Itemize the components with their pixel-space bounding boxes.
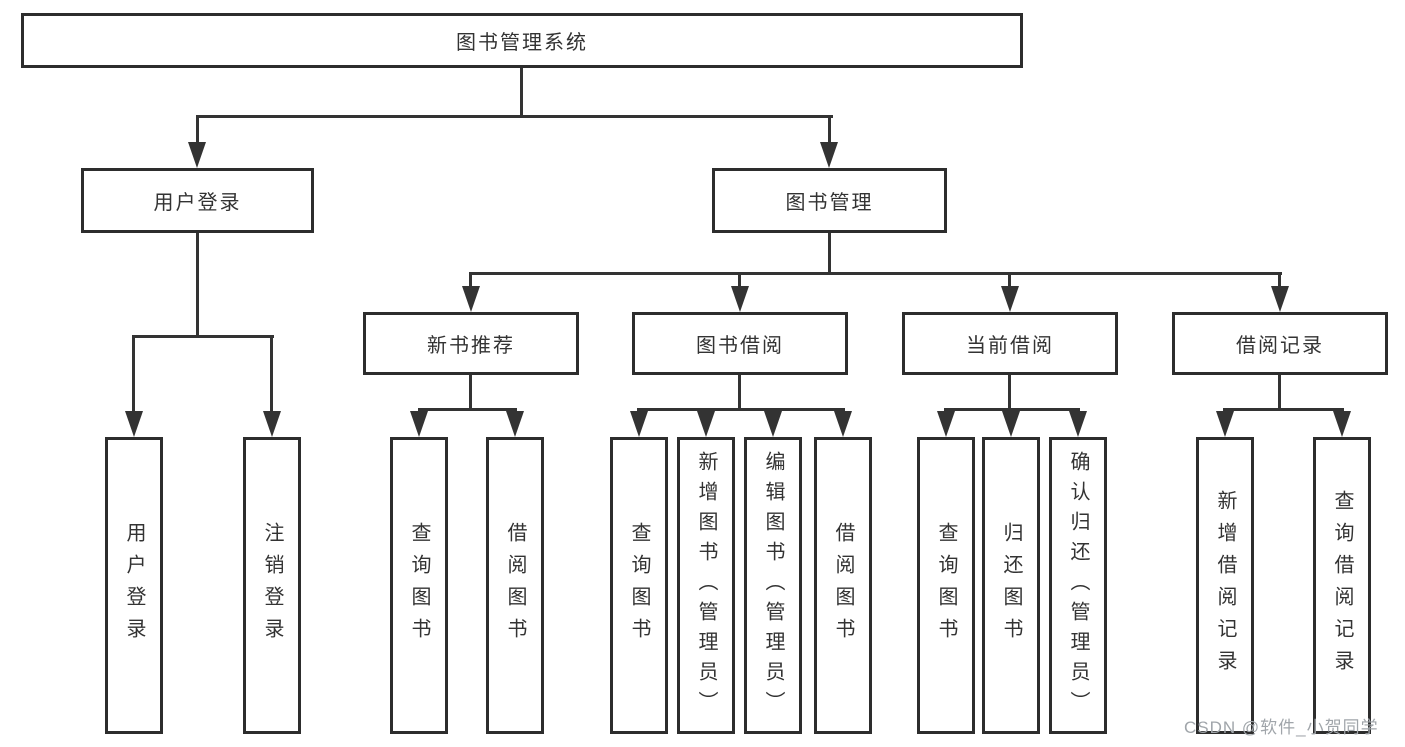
leaf-logout: 注销登录 <box>243 437 301 734</box>
connector-line <box>196 233 199 337</box>
arrow-down-icon <box>506 411 524 437</box>
leaf-borrow-books: 借阅图书 <box>814 437 872 734</box>
connector-line <box>270 335 273 414</box>
leaf-add-borrow-record: 新增借阅记录 <box>1196 437 1254 734</box>
arrow-down-icon <box>1216 411 1234 437</box>
csdn-watermark: CSDN @软件_小贺同学 <box>1184 718 1379 737</box>
node-library-management-system: 图书管理系统 <box>21 13 1023 68</box>
connector-line <box>1008 375 1011 410</box>
arrow-down-icon <box>820 142 838 168</box>
arrow-down-icon <box>1002 411 1020 437</box>
leaf-edit-books-admin: 编辑图书（管理员） <box>744 437 802 734</box>
arrow-down-icon <box>462 286 480 312</box>
arrow-down-icon <box>834 411 852 437</box>
connector-line <box>944 408 1080 411</box>
node-current-borrowing: 当前借阅 <box>902 312 1118 375</box>
connector-line <box>133 335 274 338</box>
connector-line <box>828 233 831 275</box>
connector-line <box>196 115 833 118</box>
arrow-down-icon <box>764 411 782 437</box>
leaf-query-books: 查询图书 <box>610 437 668 734</box>
leaf-borrow-books: 借阅图书 <box>486 437 544 734</box>
connector-line <box>1223 408 1344 411</box>
connector-line <box>1008 272 1011 288</box>
leaf-query-borrow-record: 查询借阅记录 <box>1313 437 1371 734</box>
arrow-down-icon <box>263 411 281 437</box>
arrow-down-icon <box>731 286 749 312</box>
arrow-down-icon <box>410 411 428 437</box>
node-user-login: 用户登录 <box>81 168 314 233</box>
connector-line <box>828 115 831 145</box>
connector-line <box>418 408 517 411</box>
connector-line <box>1278 375 1281 410</box>
leaf-add-books-admin: 新增图书（管理员） <box>677 437 735 734</box>
leaf-query-books: 查询图书 <box>390 437 448 734</box>
node-book-management: 图书管理 <box>712 168 947 233</box>
connector-line <box>469 272 472 288</box>
connector-line <box>470 272 1282 275</box>
connector-line <box>637 408 845 411</box>
leaf-query-books: 查询图书 <box>917 437 975 734</box>
connector-line <box>196 115 199 145</box>
arrow-down-icon <box>188 142 206 168</box>
arrow-down-icon <box>1271 286 1289 312</box>
leaf-return-books: 归还图书 <box>982 437 1040 734</box>
arrow-down-icon <box>630 411 648 437</box>
arrow-down-icon <box>1001 286 1019 312</box>
connector-line <box>469 375 472 410</box>
connector-line <box>132 335 135 414</box>
connector-line <box>520 68 523 117</box>
arrow-down-icon <box>1333 411 1351 437</box>
arrow-down-icon <box>937 411 955 437</box>
connector-line <box>1278 272 1281 288</box>
arrow-down-icon <box>125 411 143 437</box>
connector-line <box>738 375 741 410</box>
arrow-down-icon <box>1069 411 1087 437</box>
connector-line <box>738 272 741 288</box>
arrow-down-icon <box>697 411 715 437</box>
node-book-borrowing: 图书借阅 <box>632 312 848 375</box>
node-new-book-recommend: 新书推荐 <box>363 312 579 375</box>
node-borrowing-records: 借阅记录 <box>1172 312 1388 375</box>
leaf-user-login: 用户登录 <box>105 437 163 734</box>
leaf-confirm-return-admin: 确认归还（管理员） <box>1049 437 1107 734</box>
